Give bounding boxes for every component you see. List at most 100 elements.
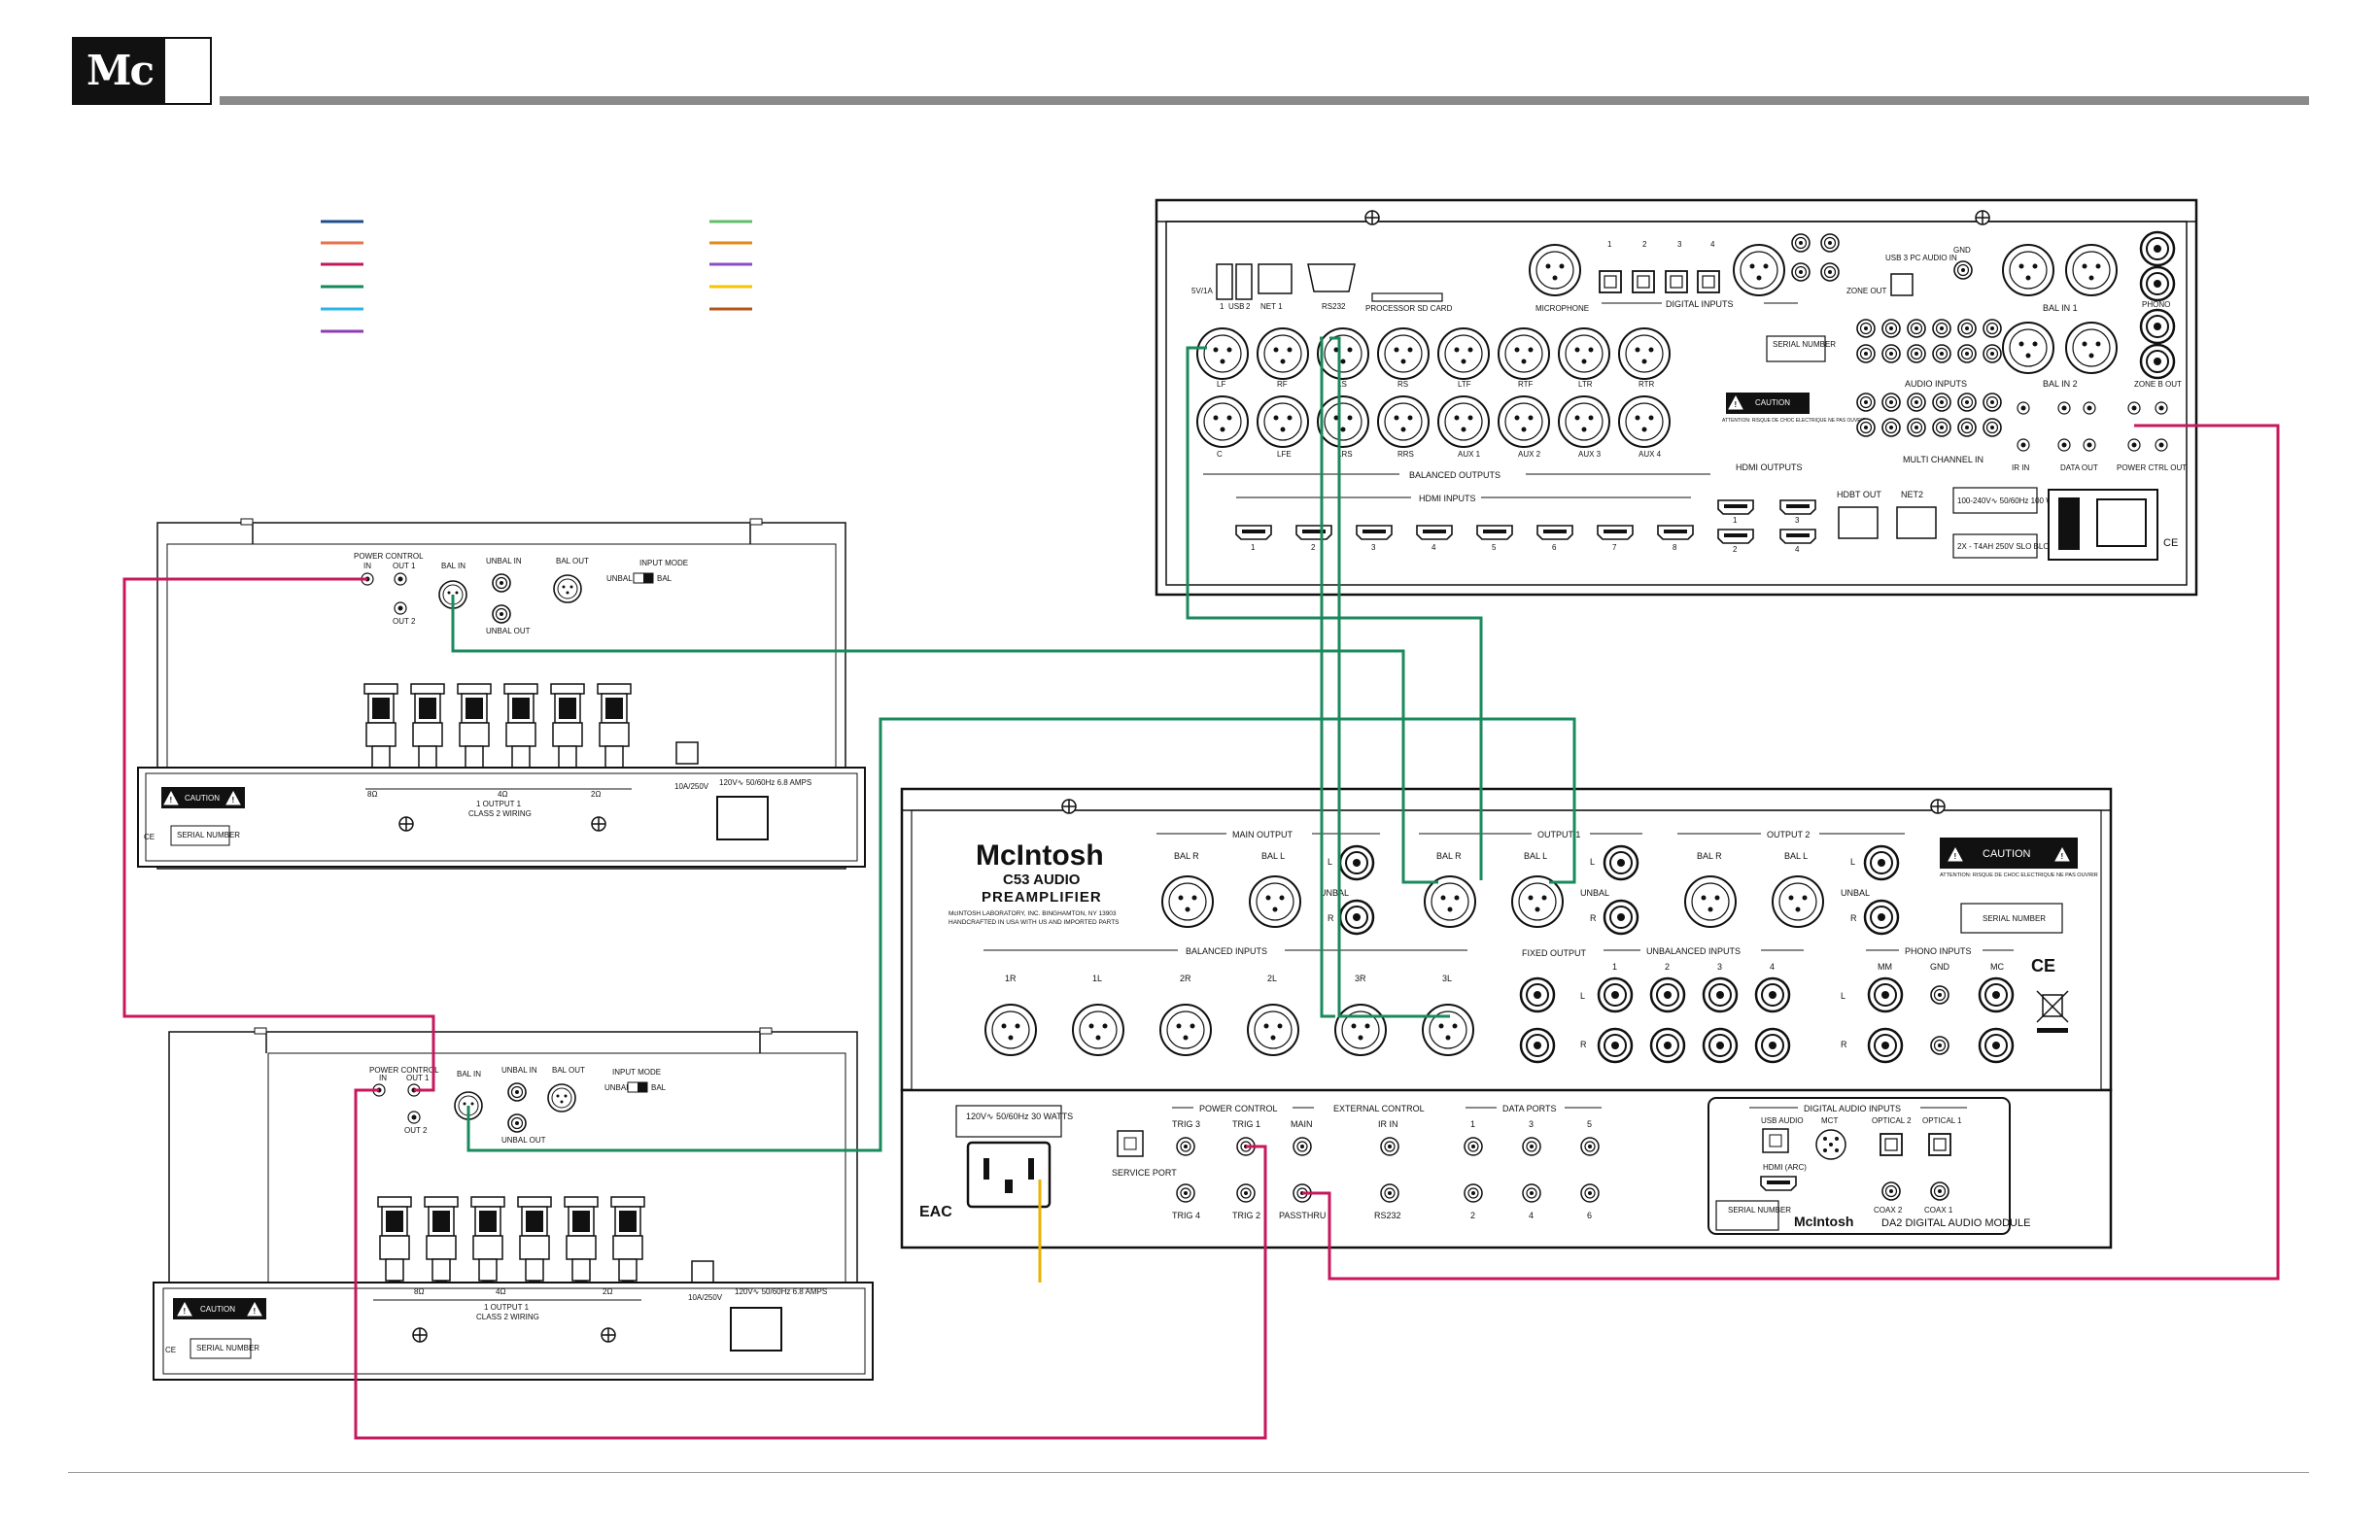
power-switch[interactable]	[2058, 497, 2080, 550]
phono-mc-l[interactable]	[1978, 976, 2015, 1013]
multi-channel-jack[interactable]	[1932, 418, 1951, 437]
coax-input[interactable]	[1791, 262, 1811, 282]
data-port-6[interactable]	[1580, 1183, 1600, 1203]
hdmi-input-5[interactable]	[1476, 525, 1513, 540]
bal-in-2-r[interactable]	[2065, 322, 2118, 374]
trig2-jack[interactable]	[1236, 1183, 1256, 1203]
data-out[interactable]	[2057, 438, 2071, 452]
ir-in-jack[interactable]	[1380, 1137, 1399, 1156]
bal-output-aux-2[interactable]	[1498, 395, 1550, 448]
bal-input-2l[interactable]	[1247, 1004, 1299, 1056]
audio-input-jack[interactable]	[1957, 344, 1977, 363]
phono-r[interactable]	[2139, 265, 2176, 302]
main-out-bal-r[interactable]	[1161, 875, 1214, 928]
rs232-port[interactable]	[1307, 263, 1356, 292]
out1-bal-l[interactable]	[1511, 875, 1564, 928]
main-out-unbal-r[interactable]	[1338, 899, 1375, 936]
fixed-out-l[interactable]	[1519, 976, 1556, 1013]
bal-input-1r[interactable]	[984, 1004, 1037, 1056]
data-out[interactable]	[2083, 401, 2096, 415]
power-ctrl-out-b[interactable]	[2127, 438, 2141, 452]
audio-input-jack[interactable]	[1983, 344, 2002, 363]
gnd-terminal[interactable]	[1953, 260, 1973, 280]
bal-output-ltf[interactable]	[1437, 327, 1490, 380]
bal-output-lf[interactable]	[1196, 327, 1249, 380]
coax2-input[interactable]	[1881, 1181, 1901, 1201]
hdmi-output[interactable]	[1779, 529, 1816, 544]
bal-input-3l[interactable]	[1422, 1004, 1474, 1056]
fixed-out-r[interactable]	[1519, 1027, 1556, 1064]
hdmi-input-3[interactable]	[1356, 525, 1393, 540]
main-trig-jack[interactable]	[1293, 1137, 1312, 1156]
audio-input-jack[interactable]	[1983, 319, 2002, 338]
unbal-input-4-l[interactable]	[1754, 976, 1791, 1013]
multi-channel-jack[interactable]	[1957, 418, 1977, 437]
bal-output-ltr[interactable]	[1558, 327, 1610, 380]
bal-output-rf[interactable]	[1257, 327, 1309, 380]
phono-mm-l[interactable]	[1867, 976, 1904, 1013]
usb-port-1[interactable]	[1216, 263, 1233, 300]
data-port-3[interactable]	[1522, 1137, 1541, 1156]
amp1-power-out2[interactable]	[394, 601, 407, 615]
optical-input[interactable]	[1665, 270, 1688, 293]
bal-output-aux-4[interactable]	[1618, 395, 1671, 448]
ir-in-a[interactable]	[2017, 401, 2030, 415]
optical-input[interactable]	[1599, 270, 1622, 293]
bal-output-rtr[interactable]	[1618, 327, 1671, 380]
audio-input-jack[interactable]	[1856, 319, 1876, 338]
multi-channel-jack[interactable]	[1983, 393, 2002, 412]
rs232-jack[interactable]	[1380, 1183, 1399, 1203]
net2-port[interactable]	[1896, 506, 1937, 539]
multi-channel-jack[interactable]	[1907, 393, 1926, 412]
bal-output-aux-1[interactable]	[1437, 395, 1490, 448]
multi-channel-jack[interactable]	[1932, 393, 1951, 412]
hdmi-output[interactable]	[1717, 529, 1754, 544]
audio-input-jack[interactable]	[1881, 319, 1901, 338]
hdmi-output[interactable]	[1717, 499, 1754, 515]
unbal-input-1-r[interactable]	[1597, 1027, 1634, 1064]
zone-b-out-l[interactable]	[2139, 308, 2176, 345]
out2-bal-r[interactable]	[1684, 875, 1737, 928]
phono-gnd[interactable]	[1930, 985, 1949, 1005]
unbal-input-3-r[interactable]	[1702, 1027, 1739, 1064]
out2-bal-l[interactable]	[1772, 875, 1824, 928]
unbal-input-4-r[interactable]	[1754, 1027, 1791, 1064]
bal-in-2-l[interactable]	[2002, 322, 2054, 374]
unbal-input-2-r[interactable]	[1649, 1027, 1686, 1064]
out1-unbal-l[interactable]	[1603, 844, 1639, 881]
unbal-input-3-l[interactable]	[1702, 976, 1739, 1013]
hdmi-input-8[interactable]	[1657, 525, 1694, 540]
power-ctrl-out[interactable]	[2155, 401, 2168, 415]
sd-card-slot[interactable]	[1371, 292, 1443, 302]
unbal-input-1-l[interactable]	[1597, 976, 1634, 1013]
amp1-bal-out[interactable]	[553, 574, 582, 603]
unbal-input-2-l[interactable]	[1649, 976, 1686, 1013]
bal-output-ls[interactable]	[1317, 327, 1369, 380]
bal-input-3r[interactable]	[1334, 1004, 1387, 1056]
net1-port[interactable]	[1258, 263, 1293, 294]
hdmi-input-2[interactable]	[1295, 525, 1332, 540]
out1-unbal-r[interactable]	[1603, 899, 1639, 936]
multi-channel-jack[interactable]	[1907, 418, 1926, 437]
optical1-input[interactable]	[1928, 1133, 1951, 1156]
coax1-input[interactable]	[1930, 1181, 1949, 1201]
data-port-4[interactable]	[1522, 1183, 1541, 1203]
ir-in-b[interactable]	[2017, 438, 2030, 452]
amp1-ac-inlet[interactable]	[716, 796, 769, 840]
usb-port-2[interactable]	[1235, 263, 1253, 300]
bal-output-rs[interactable]	[1377, 327, 1430, 380]
bal-input-2r[interactable]	[1159, 1004, 1212, 1056]
coax-input[interactable]	[1791, 233, 1811, 253]
hdmi-arc-port[interactable]	[1760, 1176, 1797, 1191]
power-ctrl-out[interactable]	[2155, 438, 2168, 452]
usb3-port[interactable]	[1890, 273, 1914, 296]
multi-channel-jack[interactable]	[1881, 418, 1901, 437]
data-port-5[interactable]	[1580, 1137, 1600, 1156]
amp2-ac-inlet[interactable]	[730, 1307, 782, 1352]
phono-mm-r[interactable]	[1867, 1027, 1904, 1064]
bal-output-lfe[interactable]	[1257, 395, 1309, 448]
hdmi-input-1[interactable]	[1235, 525, 1272, 540]
bal-in-1-r[interactable]	[2065, 244, 2118, 296]
data-port-2[interactable]	[1464, 1183, 1483, 1203]
amp1-unbal-in[interactable]	[492, 573, 511, 593]
